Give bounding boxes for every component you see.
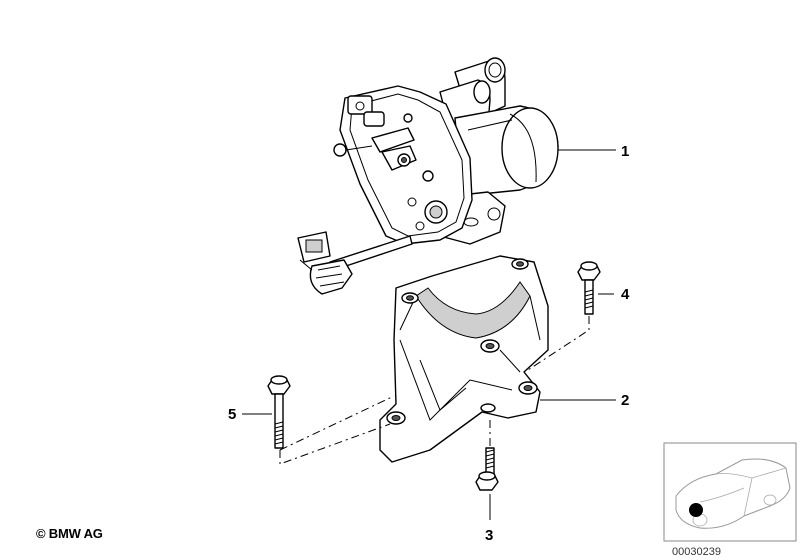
callout-2[interactable]: 2 [621, 392, 629, 409]
leader-lines [242, 149, 616, 520]
copyright-notice: © BMW AG [36, 526, 103, 541]
actuator-motor-icon[interactable] [297, 57, 559, 295]
callout-5[interactable]: 5 [228, 406, 236, 423]
callout-3[interactable]: 3 [485, 527, 493, 544]
diagram-number: 00030239 [672, 546, 721, 558]
mounting-bracket-icon[interactable] [379, 255, 549, 463]
callout-1[interactable]: 1 [621, 143, 629, 160]
car-locator-thumbnail-icon[interactable]: 00030239 [663, 442, 797, 558]
callout-4[interactable]: 4 [621, 286, 630, 303]
assembly-lines [279, 316, 590, 465]
bolt-4-icon[interactable] [577, 261, 601, 315]
bolt-3-icon[interactable] [475, 447, 499, 491]
bolt-5-icon[interactable] [267, 375, 291, 449]
